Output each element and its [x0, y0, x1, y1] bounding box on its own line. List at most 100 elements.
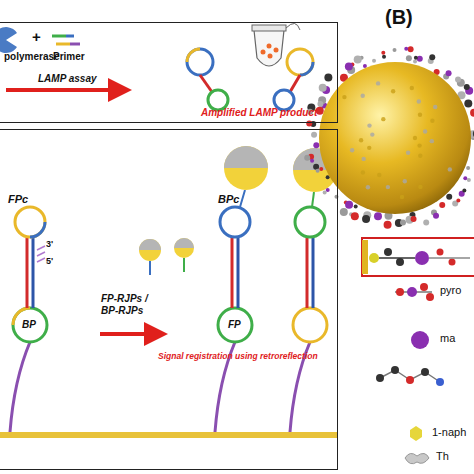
panel-text: BPc	[218, 193, 239, 206]
panel-text: LAMP assay	[38, 73, 97, 85]
ligand-atom	[381, 117, 385, 121]
ligand-atom	[393, 48, 397, 52]
atom	[420, 283, 428, 291]
ligand-atom	[414, 56, 418, 60]
lamp-reagents	[0, 27, 80, 53]
ligand-atom	[362, 215, 370, 223]
atom	[407, 287, 417, 297]
ligand-atom	[372, 59, 376, 63]
ligand-atom	[400, 195, 404, 199]
lamp-product	[187, 49, 313, 110]
ligand-atom	[429, 54, 435, 60]
target-dna	[10, 207, 47, 432]
janus-particle	[174, 238, 194, 248]
ligand-atom	[455, 76, 461, 82]
ligand-shell	[304, 46, 474, 228]
ligand-atom	[464, 84, 470, 90]
ligand-atom	[417, 143, 421, 147]
ligand-atom	[367, 123, 371, 127]
ligand-atom	[463, 176, 467, 180]
molecule-label: ma	[440, 332, 455, 345]
panel-text: BP	[22, 319, 36, 331]
ligand-atom	[386, 185, 390, 189]
ligand-atom	[319, 84, 327, 92]
ligand-atom	[400, 220, 406, 226]
ligand-atom	[411, 216, 417, 222]
dna-stem	[306, 238, 309, 308]
ligand-atom	[456, 199, 460, 203]
reaction-tube	[252, 23, 300, 66]
dna-loop	[300, 62, 313, 75]
probe-strand	[312, 192, 314, 207]
panel-text: FPc	[8, 193, 28, 206]
ligand-atom	[340, 208, 348, 216]
janus-particle	[224, 146, 268, 168]
polymerase-icon	[0, 27, 17, 53]
panel-text: 5'	[46, 256, 53, 266]
metal-ion	[415, 251, 429, 265]
panel-text: Primer	[53, 51, 85, 63]
ligand-atom	[430, 139, 434, 143]
ligand-atom	[374, 212, 382, 220]
dna-stem	[231, 238, 234, 308]
panel-text: 3'	[46, 239, 53, 249]
janus-particle	[224, 146, 268, 190]
dna-loop	[218, 308, 252, 342]
tube-cap	[252, 25, 286, 31]
ligand-atom	[433, 105, 437, 109]
product-dot	[261, 50, 266, 55]
ligand-atom	[433, 213, 439, 219]
primer-icon	[52, 35, 66, 38]
atom	[426, 293, 434, 301]
process-arrow	[100, 332, 156, 336]
molecule-label: pyro	[440, 284, 461, 297]
dna-loop	[295, 207, 325, 237]
ligand-atom	[413, 136, 417, 140]
molecule-bond	[429, 257, 470, 259]
gold-nanoparticle	[319, 62, 471, 214]
bound-complex	[215, 190, 327, 432]
atom	[437, 249, 444, 256]
anchor-atom	[369, 253, 379, 263]
ligand-atom	[361, 157, 365, 161]
ligand-atom	[345, 63, 353, 71]
janus-particle	[174, 238, 194, 258]
ligand-atom	[359, 138, 363, 142]
dna-loop	[287, 49, 313, 75]
product-dot	[268, 54, 273, 59]
ligand-atom	[446, 194, 452, 200]
ligand-atom	[418, 153, 422, 157]
panel-letter: (B)	[385, 6, 413, 29]
ligand-atom	[324, 74, 332, 82]
ligand-atom	[304, 155, 310, 161]
ligand-atom	[342, 95, 346, 99]
probe-strand	[183, 258, 185, 272]
ligand-atom	[376, 81, 380, 85]
ligand-atom	[418, 112, 422, 116]
dna-loop	[220, 207, 250, 237]
ligand-atom	[326, 188, 330, 192]
naphthalene-icon	[410, 426, 422, 441]
ligand-atom	[417, 56, 423, 62]
product-dot	[274, 48, 279, 53]
surface-slab	[362, 240, 368, 274]
ligand-atom	[467, 178, 471, 182]
panel-text: FP-RJPs / BP-RJPs	[101, 293, 153, 316]
ligand-atom	[323, 191, 327, 195]
hatch	[37, 246, 45, 262]
ligand-atom	[466, 166, 470, 170]
rjp-particles	[139, 238, 194, 275]
inset-box	[362, 238, 474, 276]
ligand-shell	[342, 81, 452, 199]
ligand-atom	[413, 60, 417, 64]
atom	[376, 374, 384, 382]
panel-text: FP	[228, 319, 241, 331]
substrate	[0, 432, 337, 438]
molecule-label: Th	[436, 450, 449, 463]
atom	[396, 288, 404, 296]
panel-text: Amplified LAMP product	[201, 107, 317, 119]
ligand-atom	[408, 46, 414, 52]
dna-loop	[15, 207, 45, 237]
ligand-atom	[361, 94, 365, 98]
dna-stem	[237, 238, 240, 308]
